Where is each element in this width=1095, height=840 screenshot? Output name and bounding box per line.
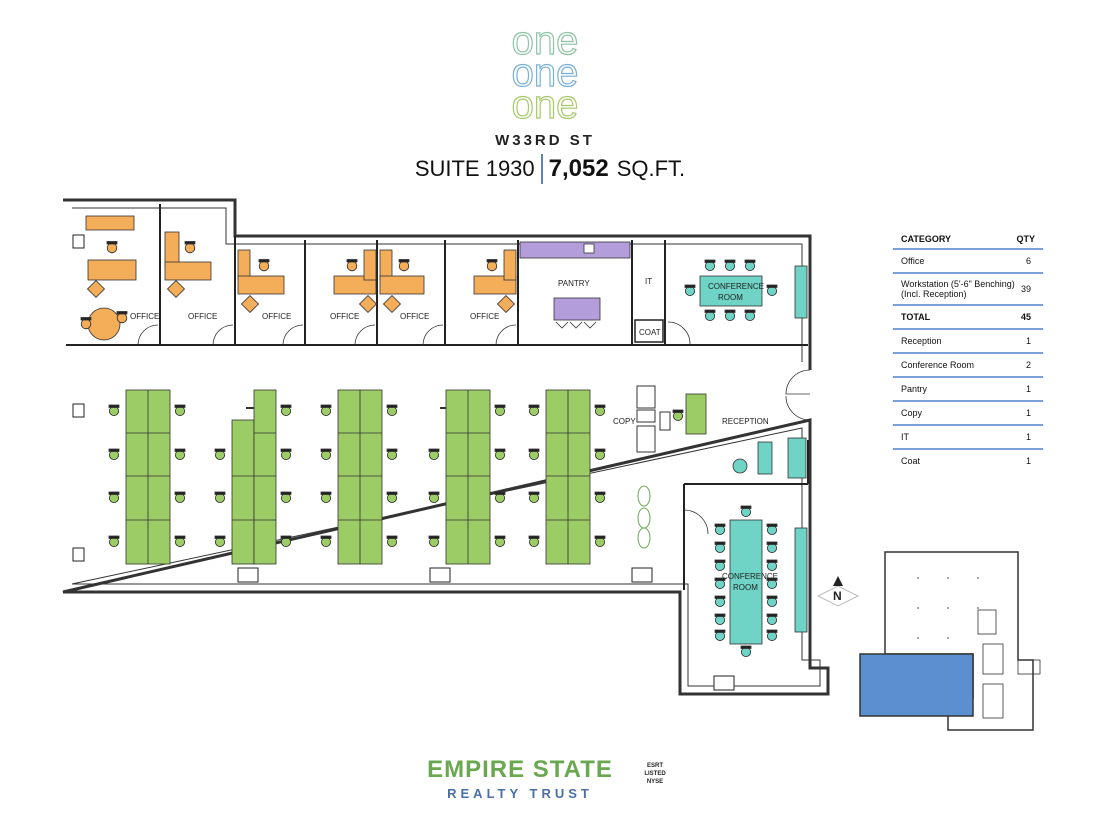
label-office-6: OFFICE	[470, 312, 499, 321]
legend-header-category: CATEGORY	[901, 234, 952, 244]
legend-row-copy: Copy 1	[893, 402, 1043, 426]
columns	[72, 234, 735, 691]
label-office-3: OFFICE	[262, 312, 291, 321]
legend-qty: 1	[1025, 408, 1031, 418]
label-conference-1-line-2: ROOM	[718, 293, 743, 302]
label-office-4: OFFICE	[330, 312, 359, 321]
room-labels: OFFICE OFFICE OFFICE OFFICE OFFICE OFFIC…	[130, 277, 778, 592]
pantry	[519, 241, 631, 329]
copy-area	[636, 385, 671, 453]
legend-qty: 1	[1025, 432, 1031, 442]
legend-category: Reception	[901, 336, 942, 346]
legend-category: Workstation (5'-6" Benching) (Incl. Rece…	[901, 279, 1015, 299]
legend-row-it: IT 1	[893, 426, 1043, 450]
suite-label: SUITE 1930	[414, 156, 535, 181]
one-one-one-logo: one one one	[511, 22, 579, 122]
exchange-line-2: LISTED	[644, 771, 666, 777]
legend-header: CATEGORY QTY	[893, 228, 1043, 250]
exchange-line-3: NYSE	[646, 779, 664, 785]
label-pantry: PANTRY	[558, 279, 590, 288]
private-offices	[80, 215, 517, 341]
legend-header-qty: QTY	[1016, 234, 1035, 244]
legend-qty: 1	[1025, 456, 1031, 466]
legend-qty: 2	[1025, 360, 1031, 370]
conference-room-1	[684, 259, 808, 322]
label-office-1: OFFICE	[130, 312, 159, 321]
north-label: N	[833, 589, 842, 603]
legend-qty: 1	[1025, 336, 1031, 346]
interior-walls	[66, 204, 809, 590]
legend-row-conference: Conference Room 2	[893, 354, 1043, 378]
suite-sqft: 7,052	[548, 155, 609, 182]
logo-word-2: one	[512, 51, 579, 95]
suite-separator	[540, 154, 543, 184]
street-address: W33RD ST	[495, 132, 595, 149]
legend-category: Pantry	[901, 384, 928, 394]
reception-furniture	[672, 393, 807, 479]
label-coat: COAT	[639, 328, 661, 337]
door-swings	[137, 321, 811, 535]
quantity-legend: CATEGORY QTY Office 6 Workstation (5'-6" …	[893, 228, 1043, 472]
legend-row-coat: Coat 1	[893, 450, 1043, 472]
legend-row-pantry: Pantry 1	[893, 378, 1043, 402]
brand-logo: EMPIRE STATE REALTY TRUST	[420, 756, 620, 801]
brand-subtitle: REALTY TRUST	[447, 786, 593, 801]
label-copy: COPY	[613, 417, 636, 426]
legend-qty: 1	[1025, 384, 1031, 394]
label-office-2: OFFICE	[188, 312, 217, 321]
legend-category: Conference Room	[901, 360, 975, 370]
bench-cluster-1	[108, 389, 186, 565]
label-conference-2-line-1: CONFERENCE	[722, 572, 778, 581]
legend-qty: 45	[1020, 312, 1031, 322]
label-conference-1-line-1: CONFERENCE	[708, 282, 764, 291]
legend-category: Coat	[901, 456, 921, 466]
legend-category: Copy	[901, 408, 923, 418]
key-plan	[859, 551, 1041, 731]
logo-word-3: one	[512, 83, 579, 122]
label-conference-2-line-2: ROOM	[733, 583, 758, 592]
legend-category: IT	[901, 432, 909, 442]
brand-name: EMPIRE STATE	[427, 756, 613, 783]
conference-room-2	[714, 505, 808, 658]
legend-row-workstation: Workstation (5'-6" Benching) (Incl. Rece…	[893, 274, 1043, 306]
bench-cluster-3	[320, 389, 398, 565]
legend-category: TOTAL	[901, 312, 931, 322]
suite-unit: SQ.FT.	[616, 156, 686, 181]
legend-qty: 39	[1020, 284, 1031, 294]
legend-category: Office	[901, 256, 925, 266]
legend-row-reception: Reception 1	[893, 330, 1043, 354]
label-office-5: OFFICE	[400, 312, 429, 321]
bench-cluster-5	[528, 389, 606, 565]
workstation-benching	[108, 389, 606, 565]
legend-qty: 6	[1025, 256, 1031, 266]
logo-word-1: one	[512, 22, 579, 63]
exchange-line-1: ESRT	[646, 763, 663, 769]
label-it: IT	[645, 277, 652, 286]
legend-row-office: Office 6	[893, 250, 1043, 274]
legend-row-total: TOTAL 45	[893, 306, 1043, 330]
bench-cluster-4	[428, 389, 506, 565]
label-reception: RECEPTION	[722, 417, 769, 426]
plant-wall	[637, 485, 651, 549]
suite-line: SUITE 1930 7,052 SQ.FT.	[360, 152, 740, 186]
north-arrow: N	[816, 576, 860, 607]
bench-cluster-2	[214, 389, 292, 565]
nyse-listing-badge: ESRT LISTED NYSE	[640, 762, 670, 786]
